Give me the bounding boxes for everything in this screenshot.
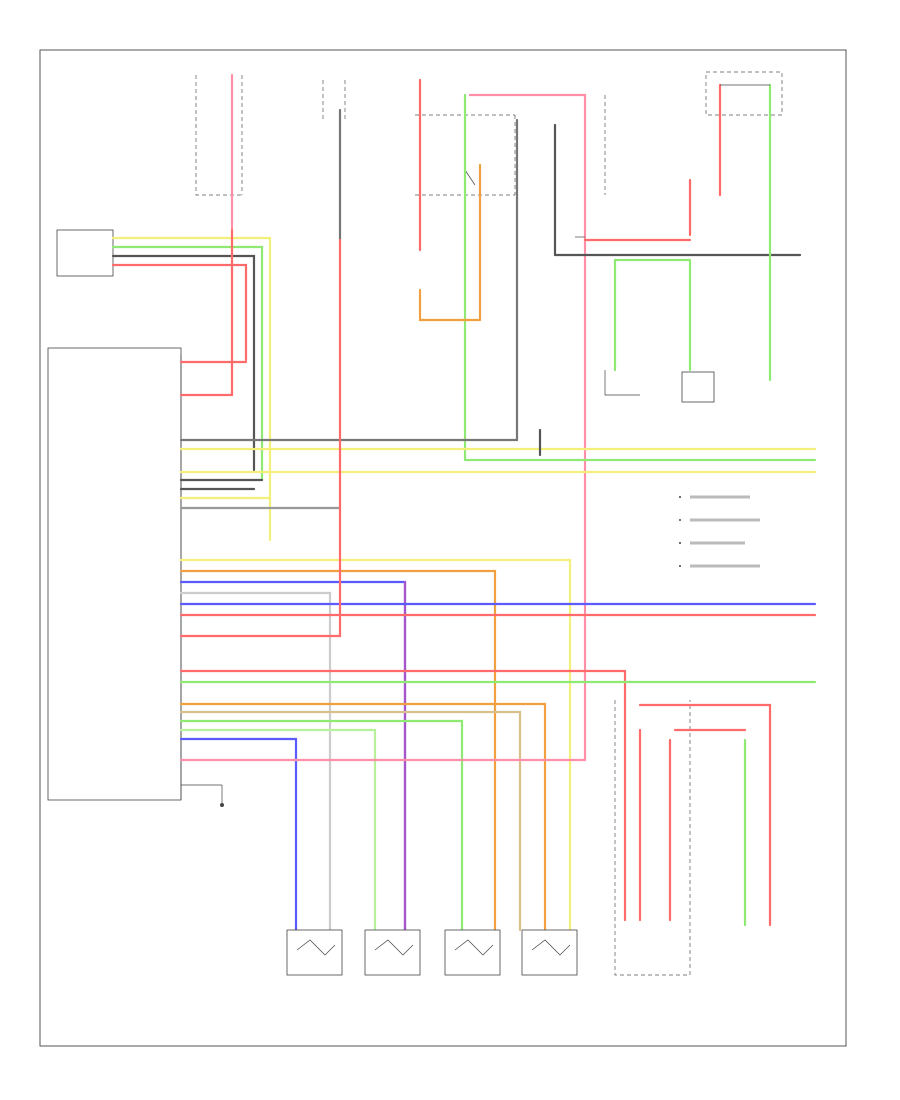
sensor-left-front	[521, 929, 578, 976]
sensor-right-front	[286, 929, 343, 976]
module-wires	[179, 238, 817, 932]
wheel-speed-sensors	[286, 929, 578, 976]
ground-symbols	[575, 236, 640, 396]
left-connector-box	[56, 228, 272, 542]
legend-notes	[679, 495, 760, 568]
sensor-right-rear	[364, 929, 421, 976]
relay-block	[415, 93, 802, 762]
diagram-frame	[39, 49, 847, 1047]
bottom-right-section	[614, 698, 772, 976]
top-fuse-section	[195, 73, 422, 252]
top-right-relay	[583, 71, 783, 403]
sensor-left-rear	[444, 929, 501, 976]
main-control-module	[47, 347, 182, 801]
